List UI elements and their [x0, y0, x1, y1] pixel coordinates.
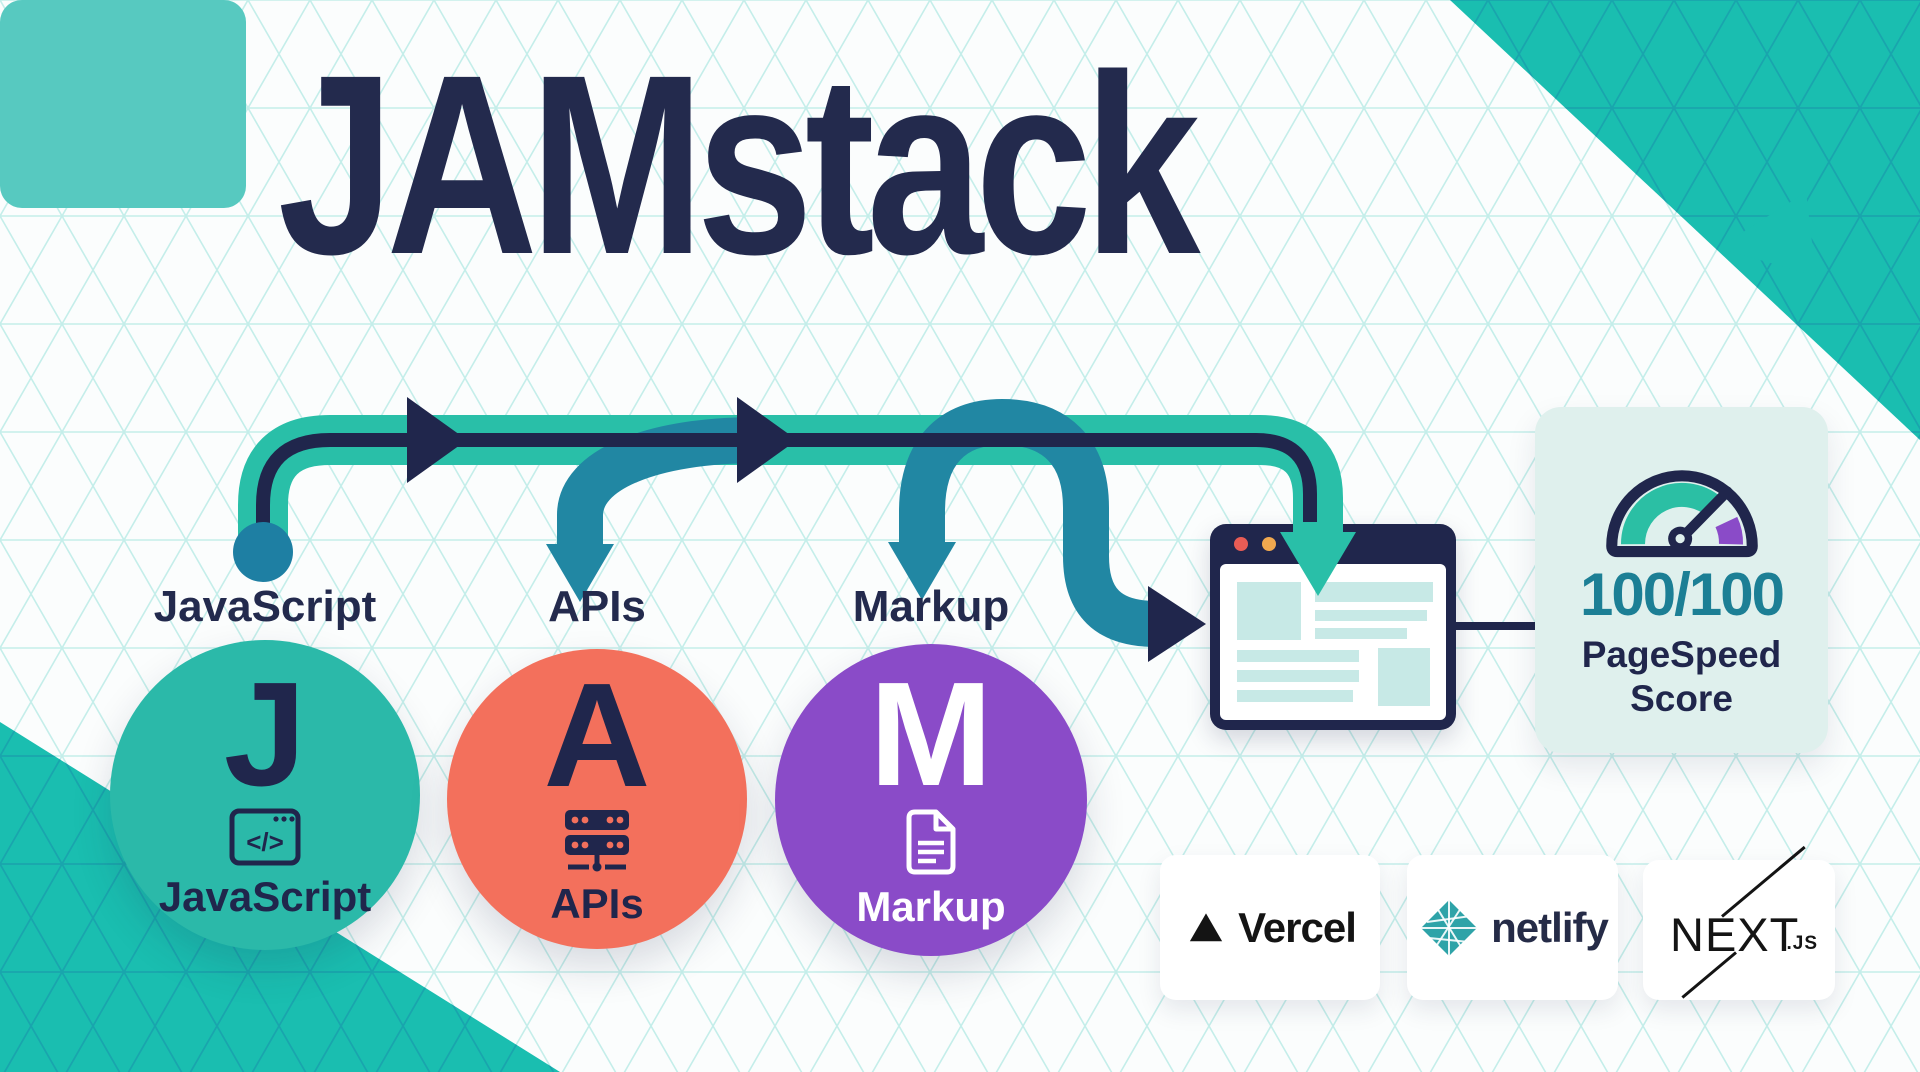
logo-card-netlify: netlify [1407, 855, 1618, 1000]
right-arrow-icon [1148, 586, 1206, 662]
right-arrow-icon [407, 397, 467, 483]
speedometer-icon [1605, 470, 1758, 558]
circle-letter: A [543, 653, 651, 819]
circle-label: Markup [856, 882, 1006, 930]
circle-javascript: J </> JavaScript [110, 640, 420, 950]
browser-dot-orange [1262, 537, 1276, 551]
flow-label-javascript: JavaScript [153, 582, 377, 631]
logo-netlify-text: netlify [1491, 903, 1609, 951]
logo-next-suffix: .JS [1786, 933, 1818, 954]
circle-label: JavaScript [158, 872, 372, 920]
server-icon [565, 809, 629, 872]
corner-wedge-top-right [1450, 0, 1920, 440]
circle-letter: J [223, 652, 307, 818]
flow-start-dot [233, 522, 293, 582]
pagespeed-score: 100/100 [1580, 561, 1785, 628]
svg-text:</>: </> [246, 827, 284, 857]
browser-to-score-connector [1452, 622, 1538, 630]
logo-card-nextjs: NEXT .JS [1643, 845, 1835, 1000]
logo-card-vercel: Vercel [1160, 855, 1380, 1000]
browser-dot-teal [1290, 537, 1304, 551]
flow-label-apis: APIs [548, 582, 646, 631]
circle-markup: M Markup [775, 644, 1087, 956]
document-icon [906, 809, 956, 875]
circle-label: APIs [550, 879, 644, 927]
browser-content [1220, 564, 1446, 720]
browser-window [1210, 524, 1456, 730]
circle-letter: M [869, 652, 993, 818]
circle-apis: A APIs [447, 649, 747, 949]
blue-pipe-apis [557, 417, 761, 550]
vercel-triangle-icon [1189, 912, 1223, 941]
code-window-icon: </> [229, 808, 301, 866]
netlify-diamond-icon [1421, 899, 1478, 956]
navy-inner-line [256, 433, 1317, 560]
green-pipe [238, 415, 1343, 562]
pagespeed-card: 100/100 PageSpeed Score [1535, 407, 1828, 753]
pagespeed-label-line1: PageSpeed [1581, 634, 1782, 675]
page-title: JAMstack [277, 22, 1201, 308]
browser-dot-red [1234, 537, 1248, 551]
browser-back-panel [0, 0, 246, 208]
logo-vercel-text: Vercel [1238, 903, 1357, 951]
pagespeed-label-line2: Score [1630, 677, 1733, 719]
nextjs-logo: NEXT .JS [1664, 845, 1817, 999]
flow-label-markup: Markup [852, 582, 1010, 631]
right-arrow-icon [737, 397, 797, 483]
